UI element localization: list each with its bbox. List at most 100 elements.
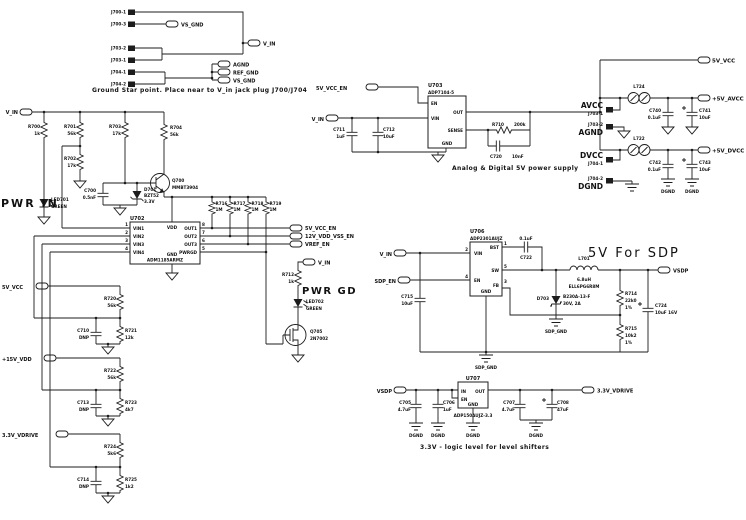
net-label: V_IN xyxy=(6,110,18,116)
value: 56k xyxy=(67,131,76,136)
resistor xyxy=(616,321,624,343)
wires xyxy=(33,196,290,467)
value: 47uF xyxy=(557,407,569,412)
ic-ref: U702 xyxy=(130,216,145,222)
dgnd-icon xyxy=(430,419,446,431)
jack-pin xyxy=(128,21,135,27)
net-flag xyxy=(217,60,231,68)
net-label: VREF_EN xyxy=(305,242,330,248)
gnd-icon xyxy=(113,204,127,216)
capacitor xyxy=(90,323,102,345)
value: 10k2 xyxy=(625,333,637,338)
ref: D701 xyxy=(144,187,156,192)
ic-body xyxy=(457,381,489,409)
gnd-icon xyxy=(165,269,179,281)
ref: R721 xyxy=(125,328,137,333)
value: 1k xyxy=(34,131,40,136)
value: 2N7002 xyxy=(310,336,328,341)
ref: R720 xyxy=(104,296,116,301)
net-flag xyxy=(302,258,316,266)
gnd-icon xyxy=(73,177,87,189)
ref: R725 xyxy=(125,477,137,482)
ref: C708 xyxy=(557,400,569,405)
ref: L724 xyxy=(633,84,644,89)
value: 10uF xyxy=(699,115,711,120)
net-label: SDP_EN xyxy=(374,279,396,285)
value: 1M xyxy=(252,207,259,212)
resistor xyxy=(160,121,168,143)
value: 1k2 xyxy=(125,484,134,489)
net-flag xyxy=(397,276,411,284)
gnd-icon xyxy=(661,123,675,135)
ferrite-bead xyxy=(627,144,651,156)
ref: R715 xyxy=(625,326,637,331)
net-label: VSDP xyxy=(673,269,689,275)
net-label: +5V_DVCC xyxy=(712,149,744,155)
net-flag xyxy=(55,430,69,438)
net-label: V_IN xyxy=(380,252,392,258)
pin-name: GND xyxy=(442,141,453,146)
ic-part: ADP7104-5 xyxy=(428,90,454,95)
capacitor xyxy=(372,123,384,145)
capacitor-polarized xyxy=(681,103,698,125)
ref: C712 xyxy=(383,127,395,132)
tp-pin: J704-1 xyxy=(587,161,603,166)
net-flag xyxy=(289,224,303,232)
pin-name: EN xyxy=(474,278,481,283)
value: GREEN xyxy=(306,306,322,311)
ref: C741 xyxy=(699,108,711,113)
jack-pin xyxy=(128,9,135,15)
resistor xyxy=(116,439,124,461)
net-flag xyxy=(365,83,379,91)
resistor xyxy=(116,323,124,345)
value: 0.5nF xyxy=(83,195,96,200)
capacitor xyxy=(346,123,358,145)
pwr-in-title: PWR IN xyxy=(1,197,59,210)
ref: R717 xyxy=(234,201,246,206)
value: DNP xyxy=(79,335,89,340)
pin-name: VIN1 xyxy=(133,226,144,231)
net-flag xyxy=(697,146,711,154)
ref: LED701 xyxy=(51,197,69,202)
dgnd-icon xyxy=(660,175,676,187)
value: 56k xyxy=(170,132,179,137)
ic-part: ADP150AUJZ-3.3 xyxy=(454,413,493,418)
pin-name: VIN2 xyxy=(133,234,144,239)
tp-label: DGND xyxy=(578,182,603,191)
ref: D703 xyxy=(537,296,549,301)
tp-label: DVCC xyxy=(580,151,604,160)
value: 56k xyxy=(107,375,116,380)
sdp-gnd-icon xyxy=(478,351,494,363)
zener-diode xyxy=(130,187,144,203)
ic-part: ADM1185ARMZ xyxy=(147,258,183,263)
pin-num: 6 xyxy=(202,238,205,243)
capacitor xyxy=(515,241,537,253)
ic-body xyxy=(129,221,201,265)
capacitor xyxy=(514,395,526,417)
ref: Q700 xyxy=(172,178,184,183)
net-label: +5V_AVCC xyxy=(712,97,744,103)
ref: L701 xyxy=(578,256,589,261)
lvl-caption: 3.3V - logic level for level shifters xyxy=(420,444,549,451)
dgnd-icon xyxy=(408,419,424,431)
gnd-icon xyxy=(101,492,115,504)
schottky-diode xyxy=(549,291,563,309)
resistor xyxy=(40,119,48,141)
ref: C713 xyxy=(77,400,89,405)
resistor xyxy=(616,287,624,309)
pin-num: 7 xyxy=(202,230,205,235)
net-label: REF_GND xyxy=(233,71,259,77)
net-flag xyxy=(581,386,595,394)
ref: C720 xyxy=(490,154,502,159)
net-flag xyxy=(393,249,407,257)
value: 1k xyxy=(288,279,294,284)
tp-pin: J703-1 xyxy=(587,111,603,116)
wires xyxy=(338,59,698,182)
pin-name: SENSE xyxy=(448,128,463,133)
net-flag xyxy=(697,94,711,102)
gnd-icon xyxy=(617,127,631,139)
pin-name: EN xyxy=(461,397,468,402)
value: 12k xyxy=(125,335,134,340)
